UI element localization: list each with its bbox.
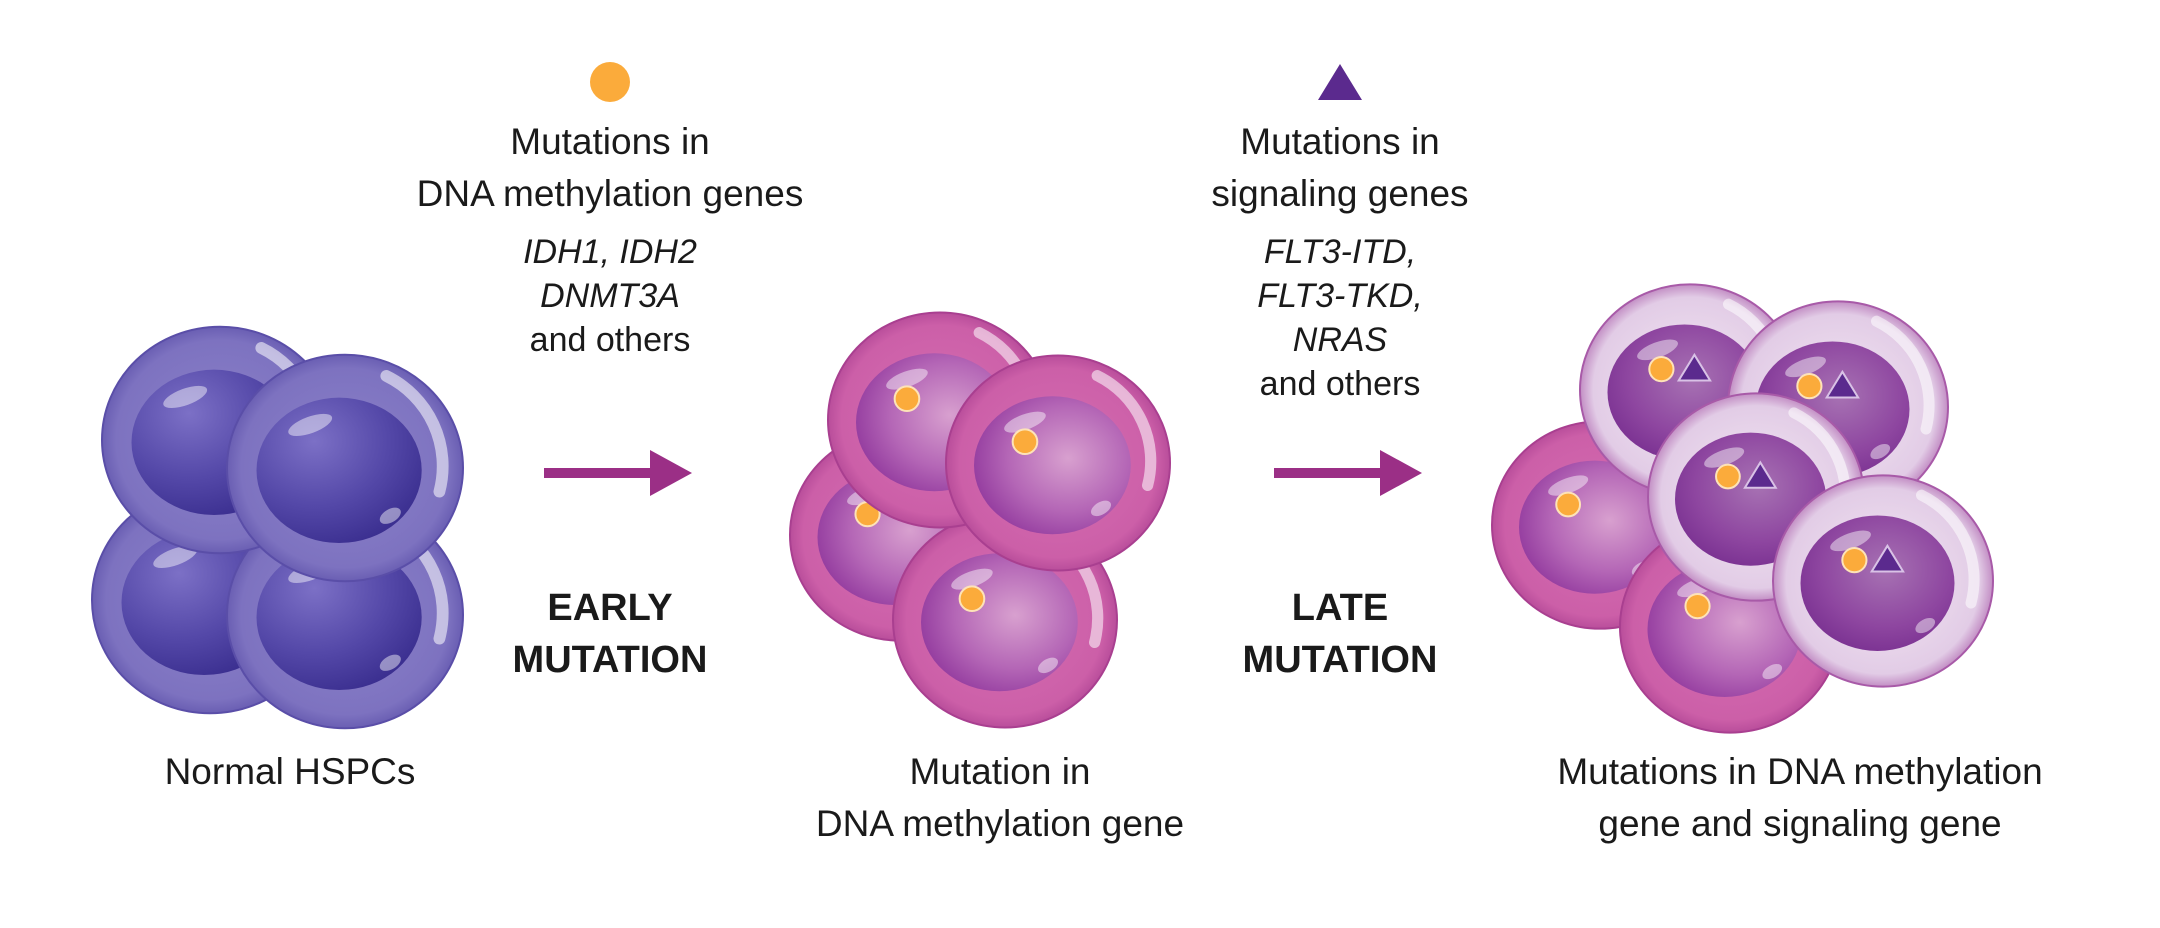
orange-circle-icon <box>1796 373 1823 400</box>
normal-hspc-cluster <box>91 325 464 730</box>
late-mutation-line2: MUTATION <box>1242 639 1438 681</box>
early-mutation-line1: EARLY <box>547 587 673 629</box>
cell-nucleus <box>256 397 422 544</box>
methylation-mutant-cluster <box>789 311 1171 729</box>
cell <box>226 353 464 583</box>
orange-circle-icon <box>958 585 986 613</box>
legend-methylation-genes-line1: IDH1, IDH2 <box>523 233 697 271</box>
orange-circle-icon <box>1841 547 1868 574</box>
caption-double-line1: Mutations in DNA methylation <box>1557 751 2043 792</box>
early-mutation-label: EARLY MUTATION <box>470 582 750 686</box>
legend-methylation: Mutations in DNA methylation genes IDH1,… <box>340 60 880 362</box>
legend-signaling-title-line1: Mutations in <box>1240 121 1440 162</box>
right-arrow-icon <box>1274 450 1422 496</box>
orange-circle-icon <box>1648 356 1675 383</box>
orange-circle-icon <box>1684 593 1711 620</box>
legend-signaling-genes-line2: FLT3-TKD, <box>1257 277 1423 315</box>
orange-circle-icon <box>1011 428 1039 456</box>
legend-methylation-genes-line3: and others <box>529 321 691 359</box>
orange-circle-icon <box>590 62 630 102</box>
cell-nucleus <box>1800 515 1955 651</box>
caption-methylation-line2: DNA methylation gene <box>815 803 1185 844</box>
legend-signaling-genes-line1: FLT3-ITD, <box>1263 233 1417 271</box>
caption-normal-line1: Normal HSPCs <box>164 751 416 792</box>
orange-circle-icon <box>1555 491 1582 518</box>
legend-methylation-title-line1: Mutations in <box>510 121 710 162</box>
cell <box>945 354 1171 572</box>
cell-nucleus <box>1519 460 1671 594</box>
late-mutation-label: LATE MUTATION <box>1200 582 1480 686</box>
orange-circle-icon <box>893 385 921 413</box>
caption-double: Mutations in DNA methylation gene and si… <box>1480 746 2120 850</box>
legend-signaling: Mutations in signaling genes FLT3-ITD, F… <box>1130 62 1550 406</box>
caption-methylation-line1: Mutation in <box>909 751 1091 792</box>
caption-methylation: Mutation in DNA methylation gene <box>740 746 1260 850</box>
purple-triangle-icon <box>1869 543 1905 573</box>
purple-triangle-icon <box>1743 460 1778 489</box>
legend-signaling-genes-line4: and others <box>1259 365 1421 403</box>
legend-methylation-title-line2: DNA methylation genes <box>416 173 804 214</box>
right-arrow-icon <box>544 450 692 496</box>
cell <box>1772 474 1994 688</box>
legend-signaling-genes-line3: NRAS <box>1292 321 1388 359</box>
purple-triangle-icon <box>1318 64 1362 100</box>
purple-triangle-icon <box>1676 352 1712 382</box>
purple-triangle-icon <box>1824 369 1860 399</box>
caption-normal: Normal HSPCs <box>80 746 500 798</box>
double-mutant-cluster <box>1491 283 1994 734</box>
late-mutation-line1: LATE <box>1291 587 1389 629</box>
early-mutation-line2: MUTATION <box>512 639 708 681</box>
cell-nucleus <box>921 553 1078 692</box>
caption-double-line2: gene and signaling gene <box>1598 803 2002 844</box>
legend-methylation-genes-line2: DNMT3A <box>540 277 680 315</box>
legend-signaling-title-line2: signaling genes <box>1211 173 1469 214</box>
orange-circle-icon <box>1715 463 1741 490</box>
cell-nucleus <box>974 396 1131 535</box>
cell-nucleus <box>256 544 422 691</box>
